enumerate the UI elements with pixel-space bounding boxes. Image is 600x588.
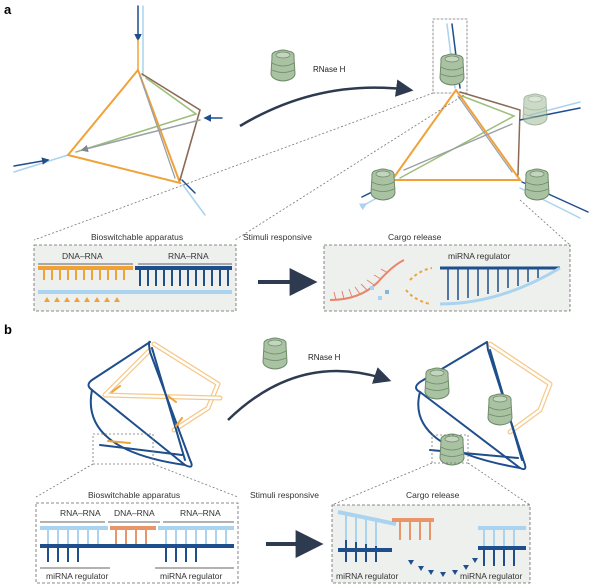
- panel-b-label: b: [4, 322, 12, 337]
- transform-arrow-b: [227, 367, 392, 421]
- zoom-box-b-left: [92, 433, 154, 465]
- rna-rna-label-a: RNA–RNA: [168, 251, 209, 261]
- mirna-regulator-b3: miRNA regulator: [336, 571, 399, 581]
- rnase-h-label-a: RNase H: [313, 65, 346, 74]
- rnase-h-bound-top-icon: [439, 53, 465, 86]
- dna-rna-label-b: DNA–RNA: [114, 508, 155, 518]
- stimuli-label-a: Stimuli responsive: [243, 232, 312, 242]
- bioswitchable-title-a: Bioswitchable apparatus: [91, 232, 183, 242]
- cargo-release-title-b: Cargo release: [406, 490, 460, 500]
- rnase-h-bound-left-icon: [370, 168, 396, 201]
- rnase-h-enzyme-icon: [270, 49, 296, 82]
- rnase-h-enzyme-b-icon: [262, 337, 288, 370]
- zoom-box-b-right: [431, 434, 469, 464]
- tetrahedron-b-right: [415, 341, 553, 471]
- cargo-strands-b: [337, 510, 526, 577]
- cargo-release-title-a: Cargo release: [388, 232, 442, 242]
- transform-arrow-a: [239, 79, 414, 128]
- zoom-line-a-right: [519, 199, 571, 246]
- rnase-h-bound-b2-icon: [487, 393, 513, 426]
- rnase-h-bound-b3-icon: [439, 433, 465, 466]
- zoom-line-a-mid: [234, 92, 468, 241]
- duplex-b: [40, 521, 234, 569]
- zoom-line-a-left: [33, 92, 434, 241]
- rna-rna-label-b-left: RNA–RNA: [60, 508, 101, 518]
- duplex-a: [38, 263, 232, 302]
- mirna-regulator-label-a: miRNA regulator: [448, 251, 511, 261]
- tetrahedron-a-right: [358, 18, 589, 219]
- mirna-regulator-b4: miRNA regulator: [460, 571, 523, 581]
- tetrahedron-a-left: [13, 5, 223, 216]
- zoom-line-b4: [467, 462, 531, 506]
- stimuli-label-b: Stimuli responsive: [250, 490, 319, 500]
- rnase-h-bound-bottom-icon: [524, 168, 550, 201]
- bioswitchable-title-b: Bioswitchable apparatus: [88, 490, 180, 500]
- panel-a-label: a: [4, 2, 12, 17]
- mirna-regulator-b2: miRNA regulator: [160, 571, 223, 581]
- zoom-line-b2: [152, 463, 239, 498]
- dna-rna-label-a: DNA–RNA: [62, 251, 103, 261]
- zoom-line-b1: [35, 463, 94, 498]
- rna-rna-label-b-right: RNA–RNA: [180, 508, 221, 518]
- mirna-regulator-b1: miRNA regulator: [46, 571, 109, 581]
- rnase-h-bound-b1-icon: [424, 367, 450, 400]
- rnase-h-bound-right-icon: [522, 93, 548, 126]
- cargo-strands-a: [329, 259, 561, 306]
- tetrahedron-b-left: [87, 340, 223, 468]
- cargo-release-box-a: [323, 244, 571, 312]
- rnase-h-label-b: RNase H: [308, 353, 341, 362]
